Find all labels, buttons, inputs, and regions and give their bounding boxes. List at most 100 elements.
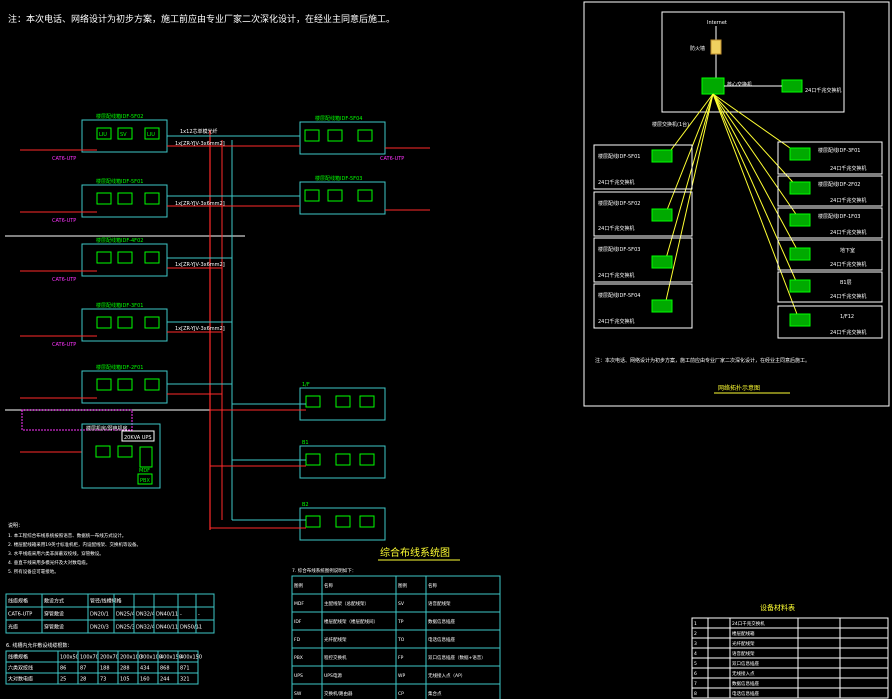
table-cell-text: 288: [120, 666, 130, 672]
table-cell-text: DN40/11: [156, 612, 178, 618]
table-cell-text: CAT6-UTP: [8, 612, 32, 618]
table-cell-text: 语音配线架: [428, 600, 451, 607]
table-cell-text: 8: [694, 691, 697, 697]
top-note: 注：本次电话、网络设计为初步方案，施工前应由专业厂家二次深化设计，在经业主同意后…: [8, 13, 395, 25]
dmz-switch-label: 24口千兆交换机: [805, 87, 841, 94]
core-switch-label: 核心交换机: [727, 81, 752, 88]
table-cell-text: DN32/4: [136, 612, 155, 618]
table-cell-text: 交换机/路由器: [324, 690, 353, 697]
core-switch-icon: [701, 77, 725, 95]
table-cell: [195, 619, 215, 634]
riser-diagram: 楼层配线箱IDF-5F02 LIU SV LIU 楼层配线箱IDF-5F01 楼…: [5, 113, 460, 561]
notes-line-1: 1. 本工程综合布线系统按照语音、数据统一布线方式设计。: [8, 532, 126, 539]
right-switch-2-sub: 24口千兆交换机: [830, 197, 866, 204]
table-cell-text: 244: [160, 677, 170, 683]
idf-label-3: 楼层配线箱IDF-4F02: [96, 237, 143, 244]
table-cell-text: 楼层配线箱: [732, 630, 755, 637]
table-cell: [177, 672, 199, 685]
table-cell-text: 100x70: [80, 655, 99, 661]
notes-line-2: 2. 楼层配线箱采用19英寸标准机柜，内设配线架、交换机等设备。: [8, 541, 141, 548]
right-switch-2: 楼层配线IDF-2F02 24口千兆交换机: [777, 175, 883, 207]
table-cell-text: 光纤配线架: [324, 636, 347, 643]
table-cell-text: 2: [694, 631, 697, 637]
table-cell-text: TP: [397, 619, 404, 625]
table-cell-text: DN32/4: [136, 625, 155, 631]
table-cell-text: 名称: [428, 582, 437, 589]
table-cell-text: -: [198, 625, 200, 631]
left-switch-2-name: 楼层配线IDF-5F02: [598, 200, 640, 207]
table-cell-text: 400x150: [180, 655, 202, 661]
left-switch-1-sub: 24口千兆交换机: [598, 179, 634, 186]
tray-table-caption: 6. 线槽内允许敷设线缆根数：: [6, 642, 72, 649]
table-cell-text: 大对数电缆: [8, 676, 33, 683]
table-cell-text: 图例: [398, 582, 407, 589]
left-switch-3-sub: 24口千兆交换机: [598, 272, 634, 279]
table-cell-text: 871: [180, 666, 190, 672]
table-cell-text: UPS电源: [324, 672, 342, 679]
table-cell-text: MDF: [294, 601, 304, 607]
mdf-box: 楼层机房/弱电机房 20KVA UPS MDF PBX: [81, 423, 161, 489]
table-cell-text: DN20/3: [90, 625, 109, 631]
table-cell-text: 电话信息插座: [428, 636, 455, 643]
idf-item-1c: LIU: [147, 132, 155, 138]
left-switch-2: 楼层配线IDF-5F02 24口千兆交换机: [593, 191, 693, 237]
table-cell-text: 7: [694, 681, 697, 687]
table-cell-text: 穿管敷设: [44, 611, 64, 618]
table-cell-text: UPS: [294, 673, 303, 679]
network-topology: Internet 防火墙 核心交换机 24口千兆交换机 楼层交换机(1台) 楼层…: [583, 1, 890, 407]
outlet-label-2: CAT6-UTP: [52, 218, 76, 224]
table-cell-text: 400x150: [160, 655, 182, 661]
idf-label-5: 楼层配线箱IDF-2F01: [96, 364, 143, 371]
idf-box-4: 楼层配线箱IDF-3F01: [81, 302, 168, 342]
outlet-label-1: CAT6-UTP: [52, 156, 76, 162]
table-cell-text: 4: [694, 651, 697, 657]
cable-label-4: 1x[ZR-YJV-3x6mm2]: [175, 262, 225, 268]
network-note: 注：本次电话、网络设计为初步方案，施工前应由专业厂家二次深化设计，在经业主同意后…: [595, 357, 810, 364]
idf-box-2: 楼层配线箱IDF-5F01: [81, 178, 168, 218]
idf-right-label-1: 楼层配线箱IDF-5F04: [315, 115, 362, 122]
dmz-switch-icon: [781, 79, 803, 93]
table-cell-text: PBX: [294, 655, 303, 661]
notes-heading: 说明：: [8, 522, 23, 529]
idf-box-right-2: 楼层配线箱IDF-5F03: [299, 175, 386, 215]
table-cell-text: -: [180, 612, 182, 618]
cable-label-3: 1x[ZR-YJV-3x6mm2]: [175, 201, 225, 207]
table-cell-text: 电话信息插座: [732, 690, 759, 697]
left-switch-4-name: 楼层配线IDF-5F04: [598, 292, 640, 299]
table-cell-text: 105: [120, 677, 130, 683]
right-switch-1-name: 楼层配线IDF-3F01: [818, 147, 860, 154]
table-cell-text: 楼层配线架（楼层配线间）: [324, 618, 378, 625]
table-cell-text: 321: [180, 677, 190, 683]
firewall-label: 防火墙: [690, 45, 705, 52]
branch-box-3: B2: [299, 502, 386, 541]
internet-label: Internet: [707, 20, 727, 26]
table-cell-text: 6: [694, 671, 697, 677]
idf-label-2: 楼层配线箱IDF-5F01: [96, 178, 143, 185]
table-cell-text: 敷设方式: [44, 598, 64, 605]
notes-block: 说明： 1. 本工程综合布线系统按照语音、数据统一布线方式设计。 2. 楼层配线…: [8, 522, 141, 575]
right-switch-5-name: B1层: [840, 280, 852, 286]
table-cell-text: DN25/4: [116, 612, 135, 618]
outlet-label-3: CAT6-UTP: [52, 277, 76, 283]
cable-label-2: 1x[ZR-YJV-3x6mm2]: [175, 141, 225, 147]
right-switch-4: 地下室 24口千兆交换机: [777, 239, 883, 271]
table-cell-text: 光缆: [8, 624, 18, 631]
left-switch-1-name: 楼层配线IDF-5F01: [598, 153, 640, 160]
mdf-label: MDF: [139, 468, 150, 474]
table-cell-text: CP: [398, 691, 404, 697]
idf-right-label-2: 楼层配线箱IDF-5F03: [315, 175, 362, 182]
table-cell-text: 200x70: [100, 655, 119, 661]
idf-item-1a: LIU: [99, 132, 107, 138]
table-cell-text: 程控交换机: [324, 654, 347, 661]
left-switch-3-name: 楼层配线IDF-5F03: [598, 246, 640, 253]
table-cell-text: DN25/3: [116, 625, 135, 631]
ups-label: 20KVA UPS: [124, 435, 152, 441]
right-switch-5-sub: 24口千兆交换机: [830, 293, 866, 300]
table-cell-text: 73: [100, 677, 106, 683]
table-cell-text: 六类双绞线: [8, 665, 33, 672]
right-switch-1-sub: 24口千兆交换机: [830, 165, 866, 172]
table-cell-text: 无线接入点（AP）: [428, 672, 465, 679]
